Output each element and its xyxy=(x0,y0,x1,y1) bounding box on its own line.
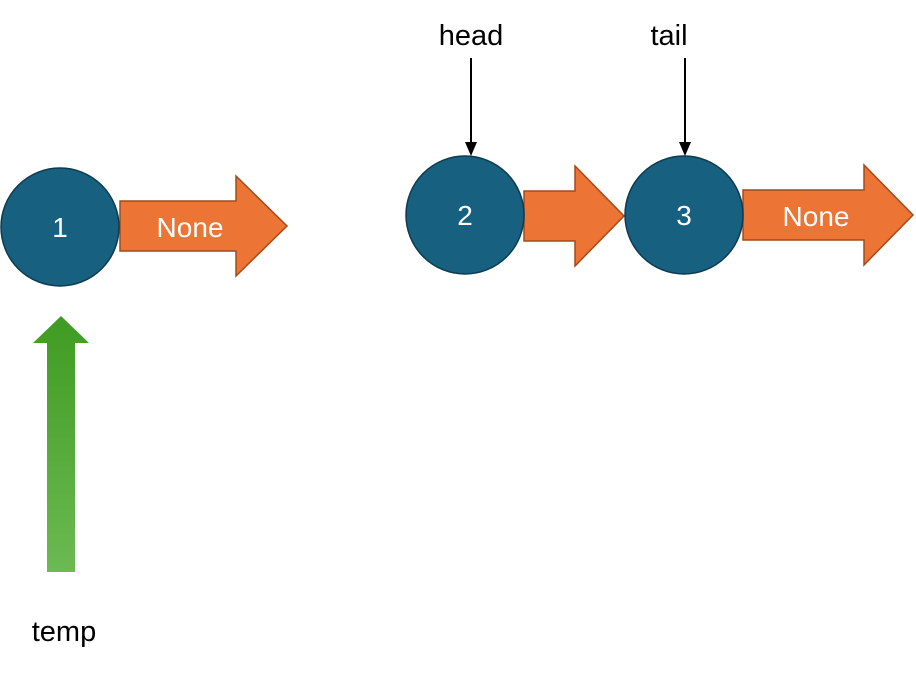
node-1-value: 1 xyxy=(52,212,68,243)
node-2: 2 xyxy=(405,155,525,275)
node-1-next-label: None xyxy=(157,212,224,243)
node-3-next-arrow-shape xyxy=(742,163,915,267)
node-3: 3 xyxy=(624,155,744,275)
node-1-circle xyxy=(0,167,120,287)
tail-label: tail xyxy=(650,20,687,52)
temp-label: temp xyxy=(32,616,96,648)
temp-pointer: temp xyxy=(32,316,96,648)
node-3-next-arrow: None xyxy=(742,163,915,267)
node-3-circle xyxy=(624,155,744,275)
node-2-next-arrow xyxy=(523,164,626,268)
head-pointer: head xyxy=(439,20,504,156)
node-2-circle xyxy=(405,155,525,275)
head-pointer-arrowhead xyxy=(465,142,477,156)
tail-pointer-arrowhead xyxy=(679,142,691,156)
node-2-next-arrow-shape xyxy=(523,164,626,268)
node-1-next-arrow: None xyxy=(119,174,289,278)
head-label: head xyxy=(439,20,504,52)
node-1: 1 xyxy=(0,167,120,287)
tail-pointer: tail xyxy=(650,20,691,156)
node-3-next-label: None xyxy=(783,201,850,232)
temp-arrow xyxy=(33,316,89,572)
node-1-next-arrow-shape xyxy=(119,174,289,278)
node-2-value: 2 xyxy=(457,200,473,231)
node-3-value: 3 xyxy=(676,200,692,231)
